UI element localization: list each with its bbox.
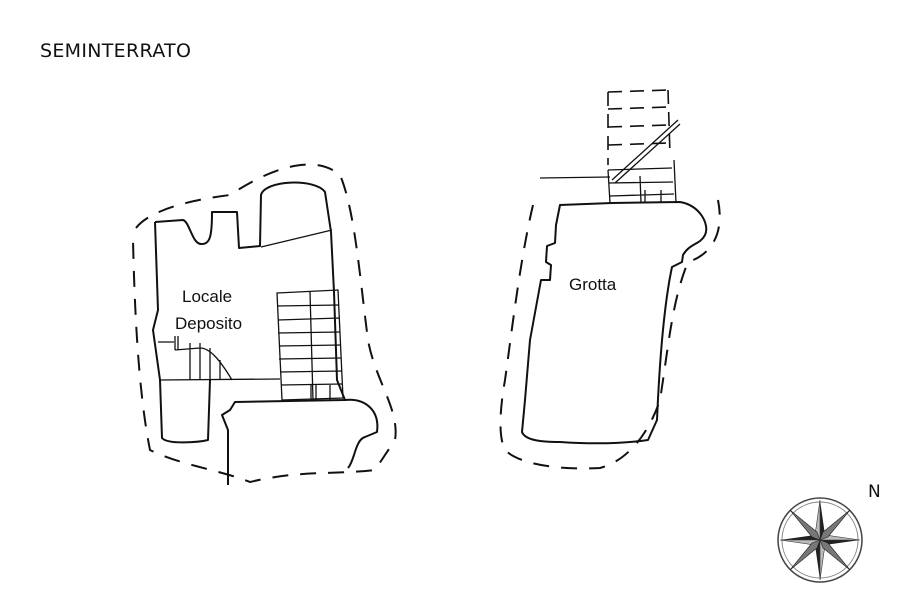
staircase-left xyxy=(158,336,233,381)
compass-rose: N xyxy=(777,482,881,583)
room-label-locale: Locale xyxy=(182,287,232,306)
grotta-wall xyxy=(521,201,708,445)
grotta-building: Grotta xyxy=(499,89,721,470)
locale-deposito-building: Locale Deposito xyxy=(132,163,397,485)
room-label-deposito: Deposito xyxy=(175,314,242,333)
compass-star-icon xyxy=(779,499,861,581)
outer-dashed-boundary-left xyxy=(132,163,397,484)
inner-wall-left xyxy=(152,221,211,444)
staircase-right xyxy=(276,289,344,401)
floor-title: SEMINTERRATO xyxy=(40,40,192,62)
north-label: N xyxy=(868,482,881,502)
staircase-grotta xyxy=(539,89,681,204)
outer-dashed-boundary-right xyxy=(499,199,721,470)
south-room-wall xyxy=(344,398,379,469)
outer-wall-left xyxy=(154,181,346,485)
room-label-grotta: Grotta xyxy=(569,275,617,294)
